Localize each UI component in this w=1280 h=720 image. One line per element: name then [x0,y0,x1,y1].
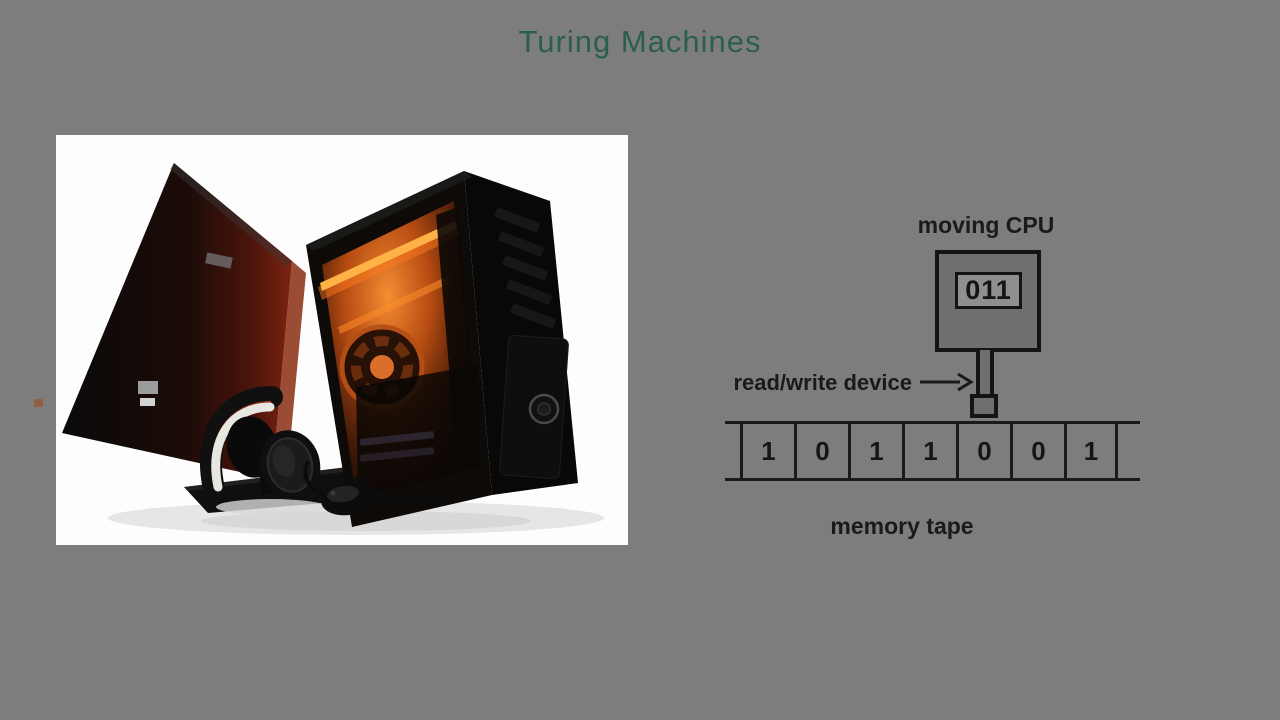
stray-mark [34,399,43,407]
read-write-label: read/write device [733,370,912,395]
page-title: Turing Machines [518,24,762,59]
tape-cell: 1 [1064,424,1118,478]
mouse [303,460,375,516]
tape-cell: 0 [1010,424,1064,478]
cpu-box [935,250,1041,352]
read-write-head [970,394,998,418]
pc-tower [306,171,578,527]
tape-cell: 1 [740,424,794,478]
cpu-connector [976,350,994,396]
drive-bays [494,207,556,329]
tape-cell: 0 [794,424,848,478]
brand-badge [528,393,560,425]
computer-photo [56,135,628,545]
memory-tape-label: memory tape [830,513,974,539]
cpu-state-display: 011 [955,272,1022,309]
tape-cell: 1 [902,424,956,478]
arrow-right-icon [920,372,974,392]
tape-cell: 1 [848,424,902,478]
moving-cpu-label: moving CPU [917,212,1055,238]
computer-photo-art [56,135,628,545]
headset [199,386,326,515]
tape-cell: 0 [956,424,1010,478]
